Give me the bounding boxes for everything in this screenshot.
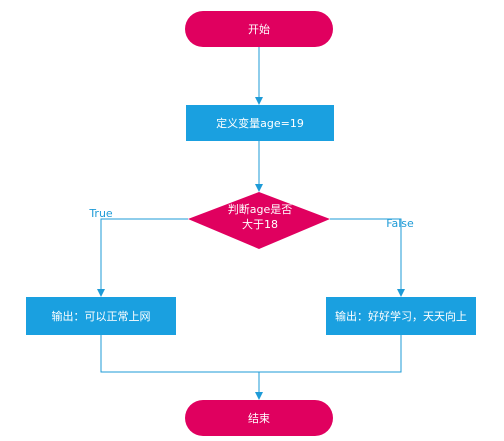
- terminal-shape: [185, 11, 333, 47]
- node-start-label: 开始: [248, 22, 270, 36]
- decision-shape: [188, 192, 330, 249]
- node-define-label: 定义变量age=19: [216, 116, 304, 130]
- edges: [97, 47, 405, 400]
- process-shape: [26, 297, 176, 335]
- edge-label-true: True: [88, 207, 113, 220]
- node-decision: 判断age是否 大于18: [188, 192, 330, 249]
- edge-decision-false: [330, 218, 405, 297]
- node-decision-label-line1: 判断age是否: [228, 202, 293, 216]
- node-start: 开始: [185, 11, 333, 47]
- node-decision-label-line2: 大于18: [242, 217, 278, 231]
- edge-false-to-end: [259, 335, 402, 373]
- node-output-false: 输出：好好学习，天天向上: [326, 297, 476, 335]
- edge-label-false: False: [386, 217, 414, 230]
- edge-true-to-end: [100, 335, 259, 373]
- process-shape: [326, 297, 476, 335]
- edge-decision-true: [97, 218, 188, 297]
- node-output-true-label: 输出：可以正常上网: [52, 309, 151, 323]
- terminal-shape: [185, 400, 333, 436]
- process-shape: [186, 105, 334, 141]
- node-output-true: 输出：可以正常上网: [26, 297, 176, 335]
- node-output-false-label: 输出：好好学习，天天向上: [335, 309, 467, 323]
- node-end-label: 结束: [248, 412, 270, 425]
- node-define: 定义变量age=19: [186, 105, 334, 141]
- node-end: 结束: [185, 400, 333, 436]
